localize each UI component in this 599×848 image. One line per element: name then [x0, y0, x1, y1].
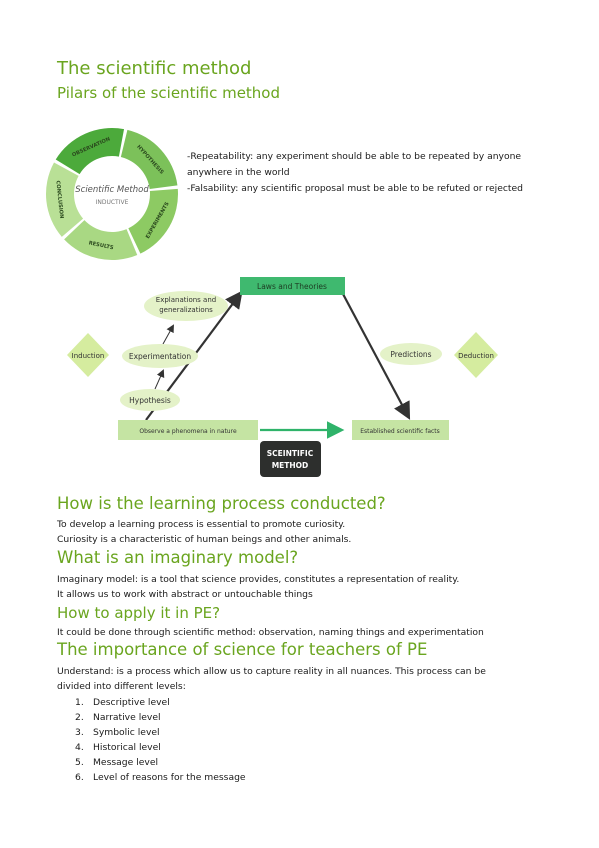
predictions-node	[380, 343, 442, 365]
hyp-to-exp-arrow	[154, 369, 165, 390]
method-diagram: Laws and Theories Explanations and gener…	[67, 277, 498, 477]
induction-diamond	[67, 333, 109, 377]
levels-list: 1.Descriptive level 2.Narrative level 3.…	[57, 695, 246, 785]
deduction-arrow	[342, 293, 411, 420]
list-item: 4.Historical level	[75, 742, 161, 753]
experimentation-label: Experimentation	[129, 352, 192, 361]
pillar-falsability: -Falsability: any scientific proposal mu…	[187, 183, 523, 194]
explanations-label-2: generalizations	[159, 306, 213, 314]
importance-heading: The importance of science for teachers o…	[57, 640, 428, 659]
cycle-segment-conclusion	[45, 162, 84, 237]
induction-label: Induction	[72, 352, 105, 360]
cycle-label-results: RESULTS	[88, 240, 114, 251]
learning-heading: How is the learning process conducted?	[57, 494, 386, 513]
cycle-label-conclusion: CONCLUSION	[54, 180, 64, 219]
exp-to-expl-arrow	[162, 324, 174, 345]
deduction-diamond	[454, 332, 498, 378]
page-title: The scientific method	[57, 58, 252, 79]
apply-heading: How to apply it in PE?	[57, 604, 221, 622]
hypothesis-node	[120, 389, 180, 411]
predictions-label: Predictions	[390, 350, 431, 359]
imaginary-line-2: It allows us to work with abstract or un…	[57, 589, 313, 600]
explanations-label-1: Explanations and	[156, 296, 216, 304]
list-item: 1.Descriptive level	[75, 697, 170, 708]
learning-line-2: Curiosity is a characteristic of human b…	[57, 534, 352, 545]
cycle-center-title: Scientific Method	[75, 185, 149, 195]
observe-label: Observe a phenomena in nature	[139, 428, 237, 435]
cycle-center-sub: INDUCTIVE	[96, 199, 129, 206]
scientific-method-badge	[260, 441, 321, 477]
deduction-label: Deduction	[458, 352, 494, 360]
pillars-list: -Repeatability: any experiment should be…	[187, 149, 532, 197]
importance-line-1: Understand: is a process which allow us …	[57, 666, 486, 677]
apply-line: It could be done through scientific meth…	[57, 627, 484, 638]
cycle-segment-results	[64, 220, 138, 260]
hypothesis-label: Hypothesis	[129, 396, 171, 405]
facts-box	[352, 420, 449, 440]
observe-box	[118, 420, 258, 440]
list-item: 3.Symbolic level	[75, 727, 160, 738]
cycle-center	[76, 158, 148, 230]
experimentation-node	[122, 344, 198, 368]
imaginary-heading: What is an imaginary model?	[57, 548, 299, 567]
cycle-segment-experiments	[128, 188, 178, 254]
explanations-node	[144, 291, 228, 321]
laws-theories-label: Laws and Theories	[257, 282, 327, 291]
list-item: 6.Level of reasons for the message	[75, 772, 246, 783]
pillar-repeatability: -Repeatability: any experiment should be…	[187, 151, 522, 178]
imaginary-line-1: Imaginary model: is a tool that science …	[57, 574, 460, 585]
list-item: 5.Message level	[75, 757, 159, 768]
facts-label: Established scientific facts	[360, 428, 440, 435]
list-item: 2.Narrative level	[75, 712, 161, 723]
badge-line-1: SCEINTIFIC	[267, 449, 314, 458]
page-subtitle: Pilars of the scientific method	[57, 84, 281, 102]
badge-line-2: METHOD	[272, 461, 309, 470]
cycle-segment-observation	[55, 128, 125, 175]
importance-line-2: divided into different levels:	[57, 681, 186, 692]
laws-theories-box	[240, 277, 345, 295]
learning-line-1: To develop a learning process is essenti…	[57, 519, 346, 530]
cycle-segment-hypothesis	[120, 129, 178, 190]
